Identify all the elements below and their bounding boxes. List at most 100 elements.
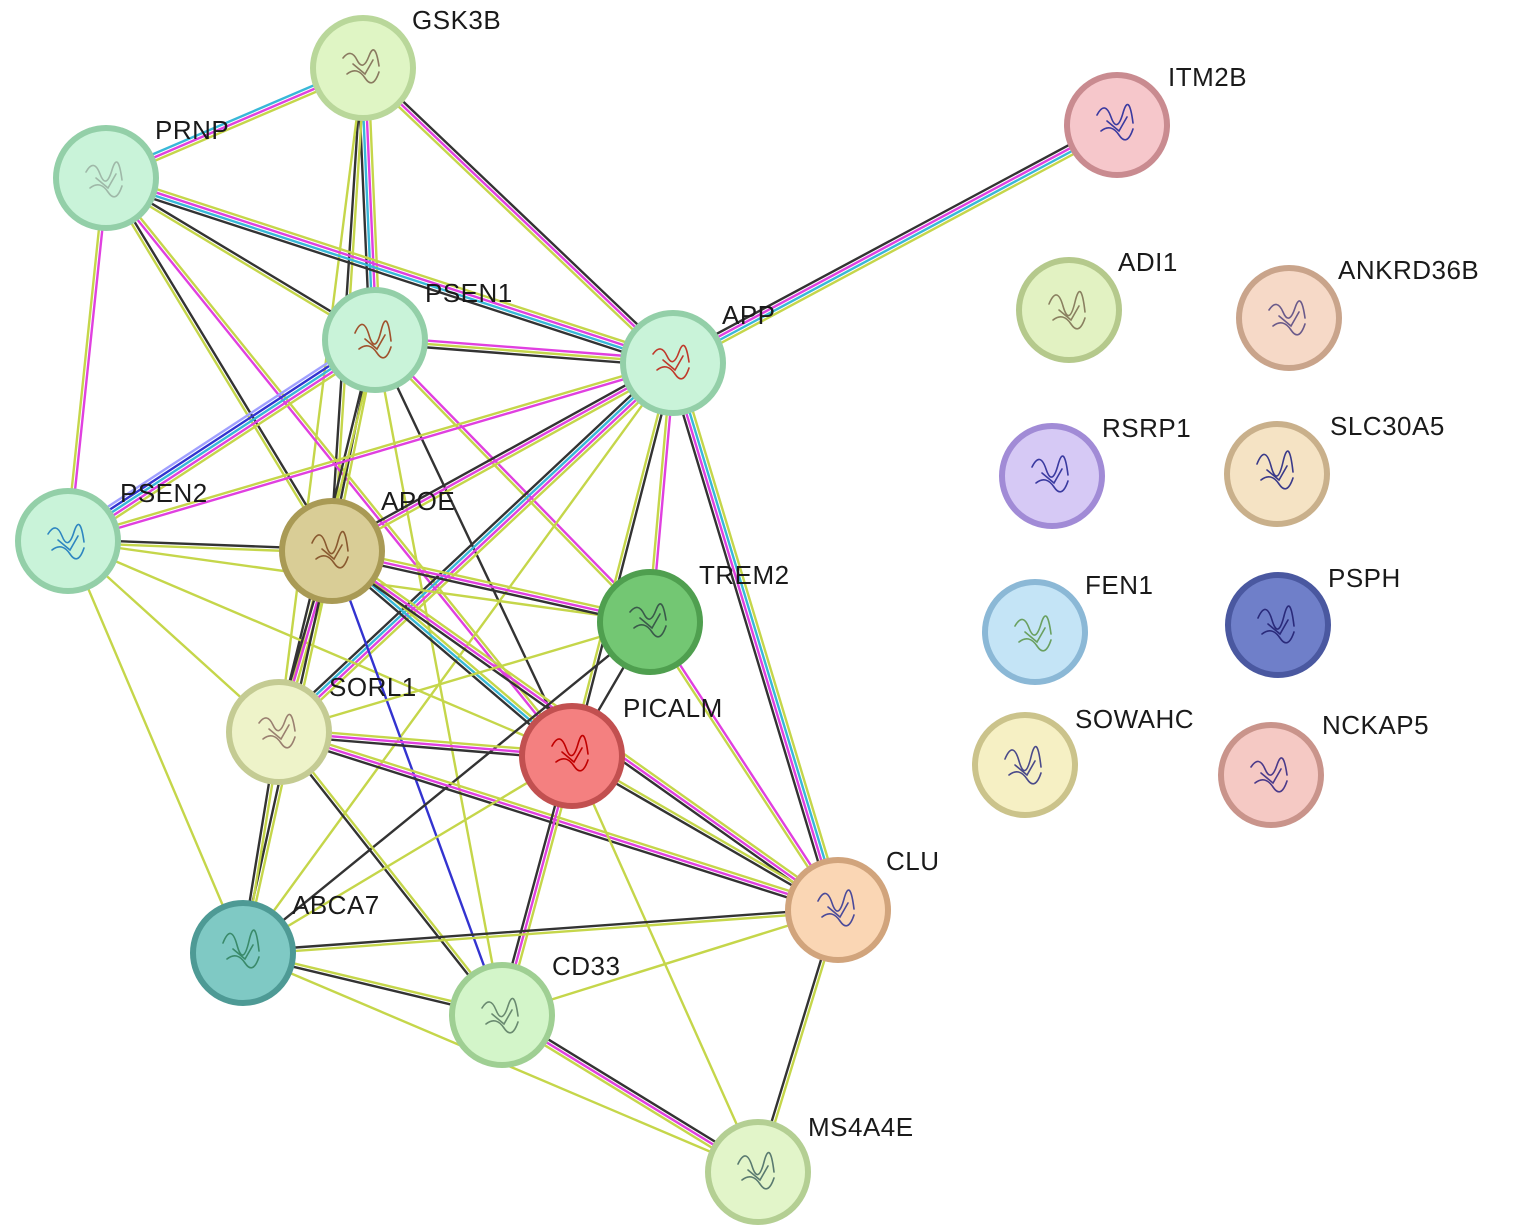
node-itm2b[interactable]: ITM2B	[1064, 62, 1247, 178]
node-circle[interactable]	[785, 857, 891, 963]
protein-structure-icon	[1257, 605, 1295, 644]
node-circle[interactable]	[279, 498, 385, 604]
node-label-trem2: TREM2	[699, 560, 790, 590]
edge-evidence-line	[572, 362, 676, 758]
edge-evidence-line	[500, 908, 840, 1017]
node-circle[interactable]	[620, 310, 726, 416]
protein-structure-icon	[1014, 615, 1052, 652]
node-abca7[interactable]: ABCA7	[190, 890, 380, 1006]
node-picalm[interactable]: PICALM	[519, 693, 723, 809]
edge-evidence-line	[330, 361, 675, 553]
edge-evidence-line	[103, 181, 673, 370]
node-cd33[interactable]: CD33	[449, 951, 620, 1068]
node-circle[interactable]	[1016, 257, 1122, 363]
node-ankrd36b[interactable]: ANKRD36B	[1236, 255, 1479, 371]
node-label-psen1: PSEN1	[425, 278, 513, 308]
edge-evidence-line	[63, 333, 373, 537]
node-circle[interactable]	[15, 488, 121, 594]
node-label-picalm: PICALM	[623, 693, 723, 723]
node-label-fen1: FEN1	[1085, 570, 1153, 600]
node-circle[interactable]	[972, 712, 1078, 818]
node-adi1[interactable]: ADI1	[1016, 247, 1178, 363]
protein-structure-icon	[652, 344, 690, 380]
node-circle[interactable]	[53, 125, 159, 231]
edge-psen1-trem2	[372, 337, 653, 625]
node-circle[interactable]	[1224, 421, 1330, 527]
protein-structure-icon	[311, 530, 349, 569]
edge-evidence-line	[361, 66, 675, 365]
node-ms4a4e[interactable]: MS4A4E	[705, 1112, 914, 1225]
node-circle[interactable]	[999, 423, 1105, 529]
node-label-apoe: APOE	[381, 486, 455, 516]
protein-structure-icon	[481, 997, 519, 1034]
edge-app-apoe	[329, 358, 676, 556]
protein-structure-icon	[1048, 290, 1086, 330]
edges-layer	[63, 63, 1121, 1177]
node-circle[interactable]	[310, 15, 416, 121]
edge-evidence-line	[364, 64, 677, 362]
protein-structure-icon	[551, 734, 589, 772]
edge-evidence-line	[650, 619, 841, 911]
node-psen1[interactable]: PSEN1	[322, 278, 513, 393]
node-clu[interactable]: CLU	[785, 846, 940, 963]
edge-evidence-line	[373, 338, 504, 1017]
protein-structure-icon	[258, 713, 296, 749]
edge-trem2-sorl1	[277, 620, 652, 734]
node-sorl1[interactable]: SORL1	[226, 672, 417, 785]
node-fen1[interactable]: FEN1	[982, 570, 1153, 685]
edge-gsk3b-app	[359, 64, 677, 367]
edge-evidence-line	[359, 69, 672, 367]
edge-evidence-line	[66, 360, 674, 541]
edge-evidence-line	[666, 363, 835, 913]
edge-evidence-line	[670, 362, 838, 912]
edge-evidence-line	[278, 363, 676, 735]
node-rsrp1[interactable]: RSRP1	[999, 413, 1191, 529]
edge-evidence-line	[279, 729, 505, 1016]
edge-evidence-line	[276, 731, 502, 1018]
edge-trem2-abca7	[241, 620, 652, 955]
edge-clu-abca7	[241, 907, 840, 956]
node-circle[interactable]	[190, 900, 296, 1006]
node-psen2[interactable]: PSEN2	[15, 478, 208, 594]
node-circle[interactable]	[982, 579, 1088, 685]
node-circle[interactable]	[1225, 572, 1331, 678]
edge-app-itm2b	[669, 119, 1121, 369]
edge-evidence-line	[68, 176, 109, 543]
edge-sorl1-cd33	[276, 729, 505, 1018]
node-label-slc30a5: SLC30A5	[1330, 411, 1445, 441]
node-circle[interactable]	[226, 679, 332, 785]
edge-evidence-line	[669, 119, 1116, 360]
edge-evidence-line	[241, 910, 840, 956]
node-label-cd33: CD33	[552, 951, 620, 981]
node-slc30a5[interactable]: SLC30A5	[1224, 411, 1445, 527]
edge-evidence-line	[277, 620, 652, 734]
edge-evidence-line	[372, 339, 650, 625]
edge-app-clu	[666, 360, 845, 913]
protein-structure-icon	[1096, 103, 1134, 141]
node-gsk3b[interactable]: GSK3B	[310, 5, 501, 121]
node-sowahc[interactable]: SOWAHC	[972, 704, 1194, 818]
node-label-abca7: ABCA7	[292, 890, 380, 920]
node-trem2[interactable]: TREM2	[597, 560, 790, 675]
edge-evidence-line	[104, 178, 674, 366]
edge-evidence-line	[64, 335, 375, 540]
node-label-sowahc: SOWAHC	[1075, 704, 1194, 734]
node-circle[interactable]	[449, 962, 555, 1068]
node-apoe[interactable]: APOE	[279, 486, 455, 604]
node-nckap5[interactable]: NCKAP5	[1218, 710, 1429, 828]
protein-structure-icon	[1004, 745, 1042, 785]
node-app[interactable]: APP	[620, 300, 776, 416]
node-prnp[interactable]: PRNP	[53, 115, 229, 231]
node-circle[interactable]	[597, 569, 703, 675]
node-circle[interactable]	[705, 1119, 811, 1225]
edge-prnp-app	[103, 171, 676, 370]
node-label-nckap5: NCKAP5	[1322, 710, 1429, 740]
edge-prnp-apoe	[103, 175, 335, 554]
edge-evidence-line	[647, 621, 838, 913]
edge-app-sorl1	[274, 358, 678, 737]
node-psph[interactable]: PSPH	[1225, 563, 1401, 678]
protein-structure-icon	[47, 523, 85, 560]
node-circle[interactable]	[322, 287, 428, 393]
edge-evidence-line	[241, 907, 840, 953]
